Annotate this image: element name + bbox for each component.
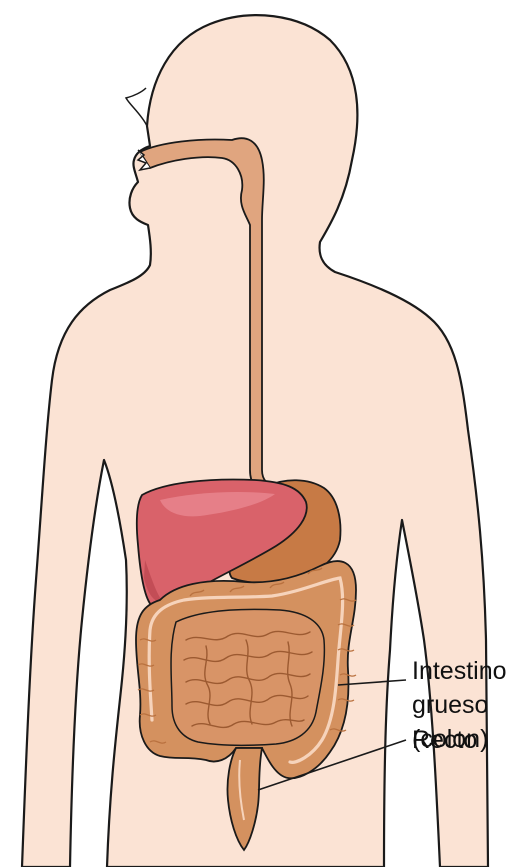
label-large-intestine-line-2: grueso: [412, 688, 507, 722]
label-rectum: Recto: [412, 723, 477, 757]
face-profile: [126, 88, 147, 126]
label-rectum-text: Recto: [412, 723, 477, 757]
label-large-intestine-line-1: Intestino: [412, 654, 507, 688]
